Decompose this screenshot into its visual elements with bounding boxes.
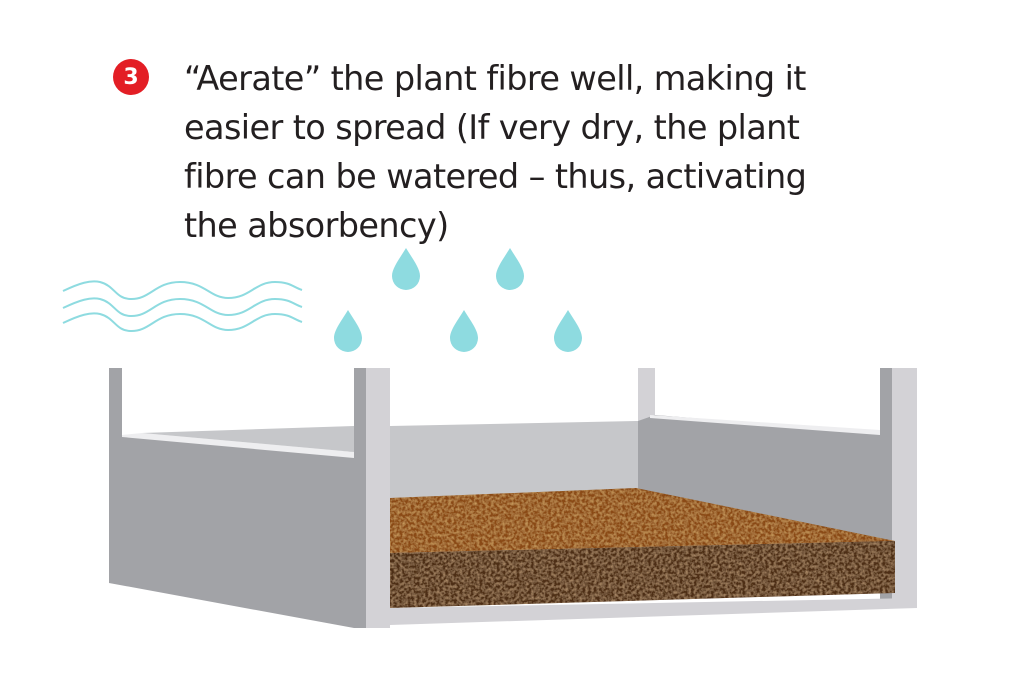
water-drop-icon: [450, 310, 478, 352]
instruction-line: fibre can be watered – thus, activating: [184, 157, 807, 196]
water-drop-icon: [496, 248, 524, 290]
step-number-badge: 3: [113, 59, 149, 95]
instruction-line: easier to spread (If very dry, the plant: [184, 108, 800, 147]
water-drop-icon: [392, 248, 420, 290]
water-drop-icon: [334, 310, 362, 352]
plant-fibre-layer: [390, 488, 895, 608]
water-drop-icon: [554, 310, 582, 352]
instruction-line: the absorbency): [184, 206, 449, 245]
instruction-text: “Aerate” the plant fibre well, making it…: [184, 54, 904, 250]
instruction-line: “Aerate” the plant fibre well, making it: [184, 59, 806, 98]
air-waves-icon: [62, 280, 303, 333]
